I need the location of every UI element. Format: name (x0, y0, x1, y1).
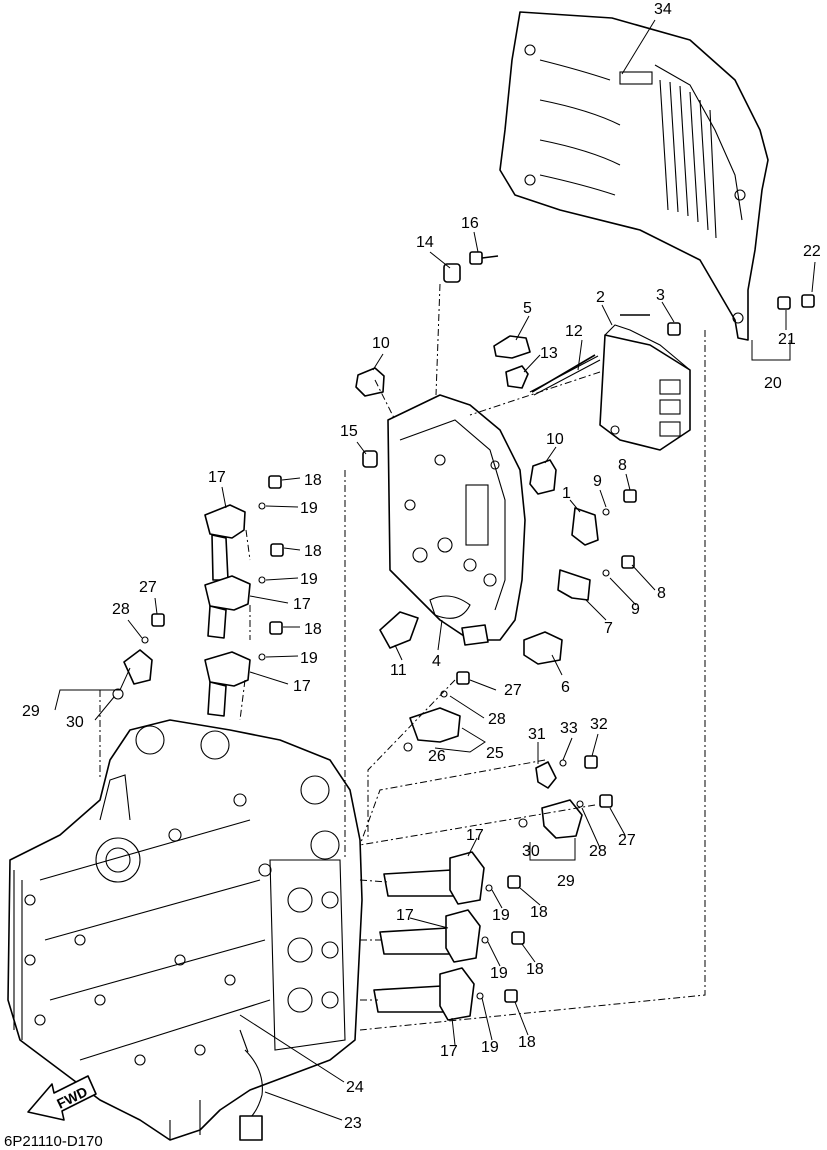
cover-part (499, 11, 769, 341)
ignition-coil-part (204, 504, 251, 717)
callout-29: 29 (557, 873, 575, 890)
callout-32: 32 (590, 716, 608, 733)
callout-9: 9 (631, 601, 640, 618)
ignition-coil-part (373, 851, 485, 1021)
callout-19: 19 (300, 571, 318, 588)
callout-18: 18 (304, 472, 322, 489)
callout-17: 17 (208, 469, 226, 486)
callout-17: 17 (440, 1043, 458, 1060)
callout-6: 6 (561, 679, 570, 696)
callout-29: 29 (22, 703, 40, 720)
control-unit-part (599, 324, 691, 451)
wire-harness-part (239, 1029, 263, 1141)
callout-18: 18 (518, 1034, 536, 1051)
callout-19: 19 (490, 965, 508, 982)
callout-22: 22 (803, 243, 821, 260)
callout-19: 19 (300, 500, 318, 517)
callout-27: 27 (504, 682, 522, 699)
callout-28: 28 (112, 601, 130, 618)
engine-block-part (7, 719, 363, 1141)
callout-14: 14 (416, 234, 434, 251)
drawing-code: 6P21110-D170 (4, 1133, 103, 1150)
callout-34: 34 (654, 1, 672, 18)
forward-arrow-icon: FWD (27, 1075, 97, 1121)
callout-2: 2 (596, 289, 605, 306)
callout-28: 28 (589, 843, 607, 860)
callout-31: 31 (528, 726, 546, 743)
callout-3: 3 (656, 287, 665, 304)
callout-25: 25 (486, 745, 504, 762)
callout-12: 12 (565, 323, 583, 340)
callout-18: 18 (530, 904, 548, 921)
callout-21: 21 (778, 331, 796, 348)
callout-19: 19 (300, 650, 318, 667)
callout-5: 5 (523, 300, 532, 317)
callout-18: 18 (304, 621, 322, 638)
callout-8: 8 (657, 585, 666, 602)
callout-28: 28 (488, 711, 506, 728)
callout-17: 17 (293, 596, 311, 613)
callout-18: 18 (304, 543, 322, 560)
callout-16: 16 (461, 215, 479, 232)
callout-24: 24 (346, 1079, 364, 1096)
callout-4: 4 (432, 653, 441, 670)
callout-11: 11 (390, 662, 407, 679)
callout-26: 26 (428, 748, 446, 765)
callout-30: 30 (66, 714, 84, 731)
callout-33: 33 (560, 720, 578, 737)
callout-19: 19 (481, 1039, 499, 1056)
sensor-part (123, 649, 583, 839)
callout-30: 30 (522, 843, 540, 860)
callout-7: 7 (604, 620, 613, 637)
leader-line (54, 19, 816, 1121)
direction-label: FWD (54, 1083, 90, 1111)
callout-17: 17 (396, 907, 414, 924)
callout-17: 17 (466, 827, 484, 844)
callout-1: 1 (562, 485, 571, 502)
callout-27: 27 (618, 832, 636, 849)
callout-18: 18 (526, 961, 544, 978)
callout-10: 10 (546, 431, 564, 448)
callout-27: 27 (139, 579, 157, 596)
callout-23: 23 (344, 1115, 362, 1132)
callout-9: 9 (593, 473, 602, 490)
callout-labels: 34 22 21 20 2 3 5 12 13 14 16 10 15 10 9… (22, 1, 821, 1132)
callout-13: 13 (540, 345, 558, 362)
bracket-part (387, 394, 526, 646)
assembly-line (99, 283, 706, 1031)
bolt-part (112, 251, 815, 1021)
callout-15: 15 (340, 423, 358, 440)
callout-17: 17 (293, 678, 311, 695)
callout-20: 20 (764, 375, 782, 392)
callout-8: 8 (618, 457, 627, 474)
callout-10: 10 (372, 335, 390, 352)
callout-19: 19 (492, 907, 510, 924)
